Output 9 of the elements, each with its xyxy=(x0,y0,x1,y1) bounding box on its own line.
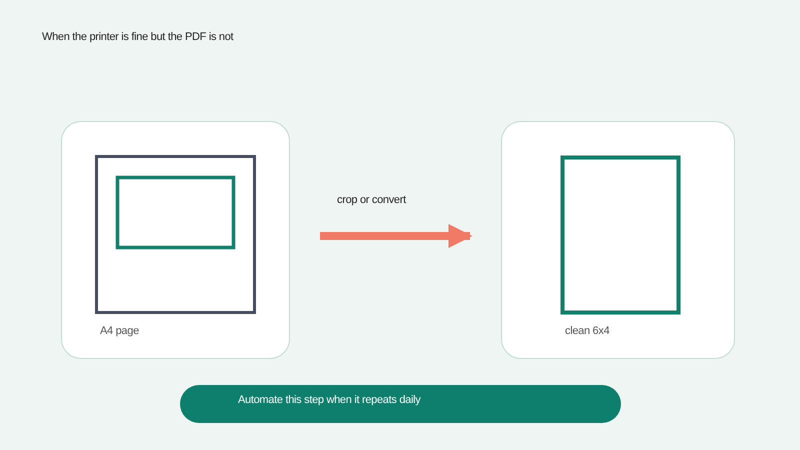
arrow xyxy=(320,224,472,248)
banner-text: Automate this step when it repeats daily xyxy=(238,394,420,406)
title: When the printer is fine but the PDF is not xyxy=(42,31,234,43)
card-caption: A4 page xyxy=(100,325,139,337)
banner xyxy=(180,385,621,423)
image-card xyxy=(61,121,290,359)
edge-label: crop or convert xyxy=(337,194,406,206)
card-caption: clean 6x4 xyxy=(565,325,610,337)
image-card xyxy=(501,121,735,359)
